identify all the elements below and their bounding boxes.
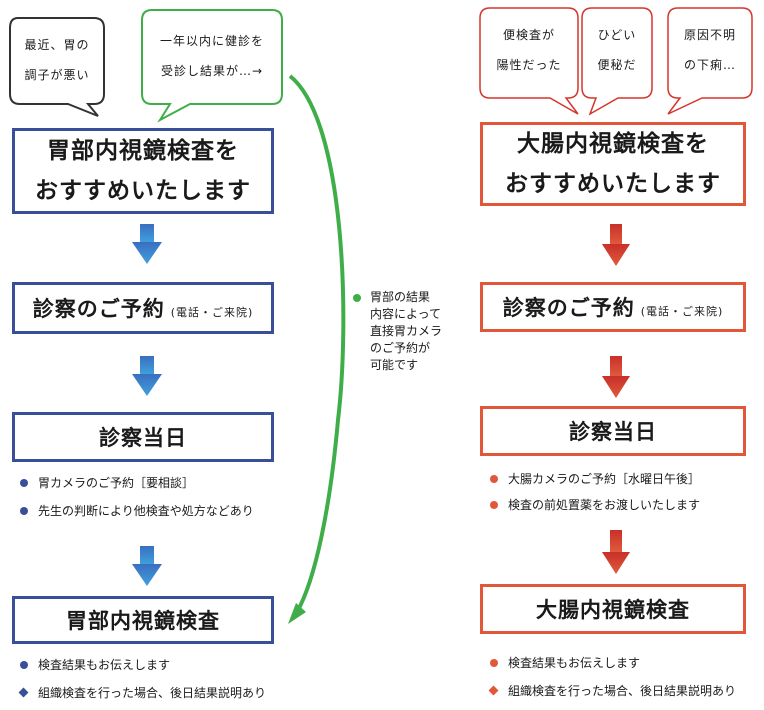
speech-bubble-right-1 xyxy=(479,7,579,115)
bubble-line: 便検査が xyxy=(502,28,555,42)
bullet-icon xyxy=(20,660,28,669)
appointment-label: 診察のご予約 xyxy=(502,296,635,320)
green-shortcut-arrow xyxy=(288,74,346,613)
box-gastroscopy: 胃部内視鏡検査 xyxy=(12,596,274,644)
box-colonoscopy-recommend: 大腸内視鏡検査を おすすめいたします xyxy=(480,122,746,206)
diamond-bullet-icon xyxy=(18,687,29,698)
appointment-label: 診察のご予約 xyxy=(32,297,165,321)
bubble-left-2-text: 一年以内に健診を 受診し結果が…→ xyxy=(142,26,282,86)
box-line: おすすめいたします xyxy=(505,171,721,197)
bubble-line: 陽性だった xyxy=(496,58,562,72)
bubble-line: 原因不明 xyxy=(683,28,736,42)
bubble-line: 便秘だ xyxy=(597,58,637,72)
blue-arrow-1 xyxy=(132,224,162,264)
bubble-right-1-text: 便検査が 陽性だった xyxy=(480,20,578,80)
speech-bubble-left-2 xyxy=(141,9,283,123)
speech-bubble-right-3 xyxy=(667,7,753,115)
bubble-left-1-text: 最近、胃の 調子が悪い xyxy=(10,30,104,90)
red-arrow-2 xyxy=(602,356,630,398)
exam-day-label: 診察当日 xyxy=(99,426,187,450)
right-day-note-2: 検査の前処置薬をお渡しいたします xyxy=(490,496,700,513)
bubble-line: 調子が悪い xyxy=(24,68,90,82)
bullet-icon xyxy=(490,500,498,509)
red-arrow-3 xyxy=(602,530,630,574)
diamond-bullet-icon xyxy=(488,685,499,696)
box-line: 胃部内視鏡検査を xyxy=(47,138,239,164)
bubble-line: 一年以内に健診を xyxy=(159,34,264,48)
box-left-exam-day: 診察当日 xyxy=(12,412,274,462)
box-line: おすすめいたします xyxy=(35,178,251,204)
appointment-note: (電話・ご来院) xyxy=(640,305,724,318)
blue-arrow-3 xyxy=(132,546,162,586)
bullet-icon xyxy=(20,478,28,487)
box-line: 大腸内視鏡検査を xyxy=(517,131,709,157)
green-arrowhead xyxy=(288,603,306,624)
speech-bubble-right-2 xyxy=(581,7,653,116)
box-right-appointment: 診察のご予約 (電話・ご来院) xyxy=(480,282,746,332)
gastroscopy-label: 胃部内視鏡検査 xyxy=(66,609,220,633)
bubble-line: ひどい xyxy=(597,28,637,42)
box-left-appointment: 診察のご予約 (電話・ご来院) xyxy=(12,282,274,334)
box-gastroscopy-recommend: 胃部内視鏡検査を おすすめいたします xyxy=(12,128,274,214)
shortcut-note: 胃部の結果 内容によって 直接胃カメラ のご予約が 可能です xyxy=(353,289,442,374)
bubble-right-2-text: ひどい 便秘だ xyxy=(582,20,652,80)
red-arrow-1 xyxy=(602,224,630,266)
appointment-note: (電話・ご来院) xyxy=(170,306,254,319)
right-day-note-1: 大腸カメラのご予約［水曜日午後］ xyxy=(490,470,700,487)
box-colonoscopy: 大腸内視鏡検査 xyxy=(480,584,746,634)
left-day-note-2: 先生の判断により他検査や処方などあり xyxy=(20,502,254,519)
left-result-note-2: 組織検査を行った場合、後日結果説明あり xyxy=(18,684,266,701)
bullet-icon xyxy=(20,506,28,515)
right-result-note-2: 組織検査を行った場合、後日結果説明あり xyxy=(488,682,736,699)
bullet-icon xyxy=(490,658,498,667)
green-bullet-icon xyxy=(353,293,361,302)
left-result-note-1: 検査結果もお伝えします xyxy=(20,656,170,673)
right-result-note-1: 検査結果もお伝えします xyxy=(490,654,640,671)
bubble-line: 受診し結果が…→ xyxy=(160,64,264,78)
box-right-exam-day: 診察当日 xyxy=(480,406,746,456)
bubble-right-3-text: 原因不明 の下痢… xyxy=(668,20,752,80)
bullet-icon xyxy=(490,474,498,483)
exam-day-label: 診察当日 xyxy=(569,420,657,444)
blue-arrow-2 xyxy=(132,356,162,396)
speech-bubble-left-1 xyxy=(9,17,105,117)
bubble-line: 最近、胃の xyxy=(24,38,90,52)
bubble-line: の下痢… xyxy=(683,58,736,72)
colonoscopy-label: 大腸内視鏡検査 xyxy=(536,598,690,622)
left-day-note-1: 胃カメラのご予約［要相談］ xyxy=(20,474,194,491)
